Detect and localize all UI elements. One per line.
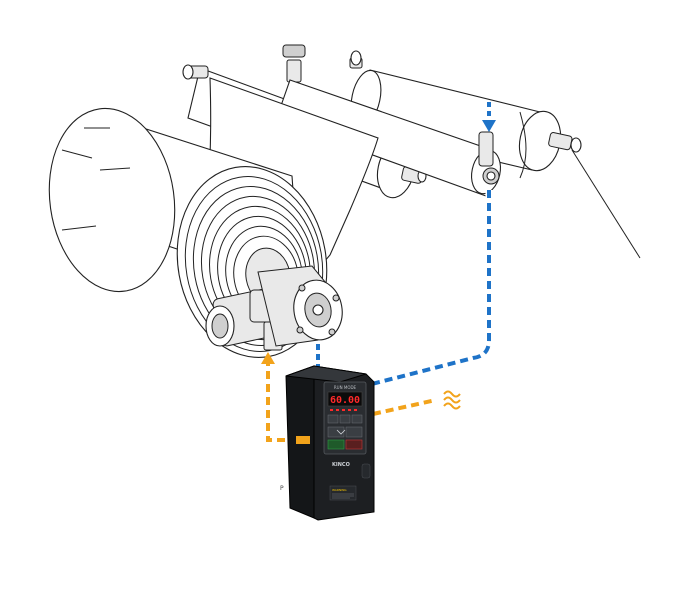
inverter-top-label: RUN MODE xyxy=(334,385,357,390)
stop-button[interactable] xyxy=(345,439,363,450)
key-button[interactable] xyxy=(345,426,363,438)
guide-roller-back xyxy=(349,50,641,259)
brand-label: KINCO xyxy=(332,462,350,468)
side-mark: P xyxy=(280,485,284,492)
panel-caption: WARNING xyxy=(332,488,347,492)
wave-icon xyxy=(443,390,461,410)
tension-roller xyxy=(275,79,501,197)
arrow-up-icon xyxy=(261,352,275,364)
keypad xyxy=(327,414,363,450)
key-button[interactable] xyxy=(339,414,351,424)
arrow-down-icon xyxy=(482,120,496,132)
drive-motor xyxy=(205,265,343,351)
inverter-drive: RUN MODE 60.00 KINCO WARNING P xyxy=(280,365,375,521)
key-button[interactable] xyxy=(327,426,345,438)
run-button[interactable] xyxy=(327,439,345,450)
display-value: 60.00 xyxy=(330,395,360,406)
key-button[interactable] xyxy=(351,414,363,424)
key-button[interactable] xyxy=(327,414,339,424)
inverter-display xyxy=(327,391,363,407)
